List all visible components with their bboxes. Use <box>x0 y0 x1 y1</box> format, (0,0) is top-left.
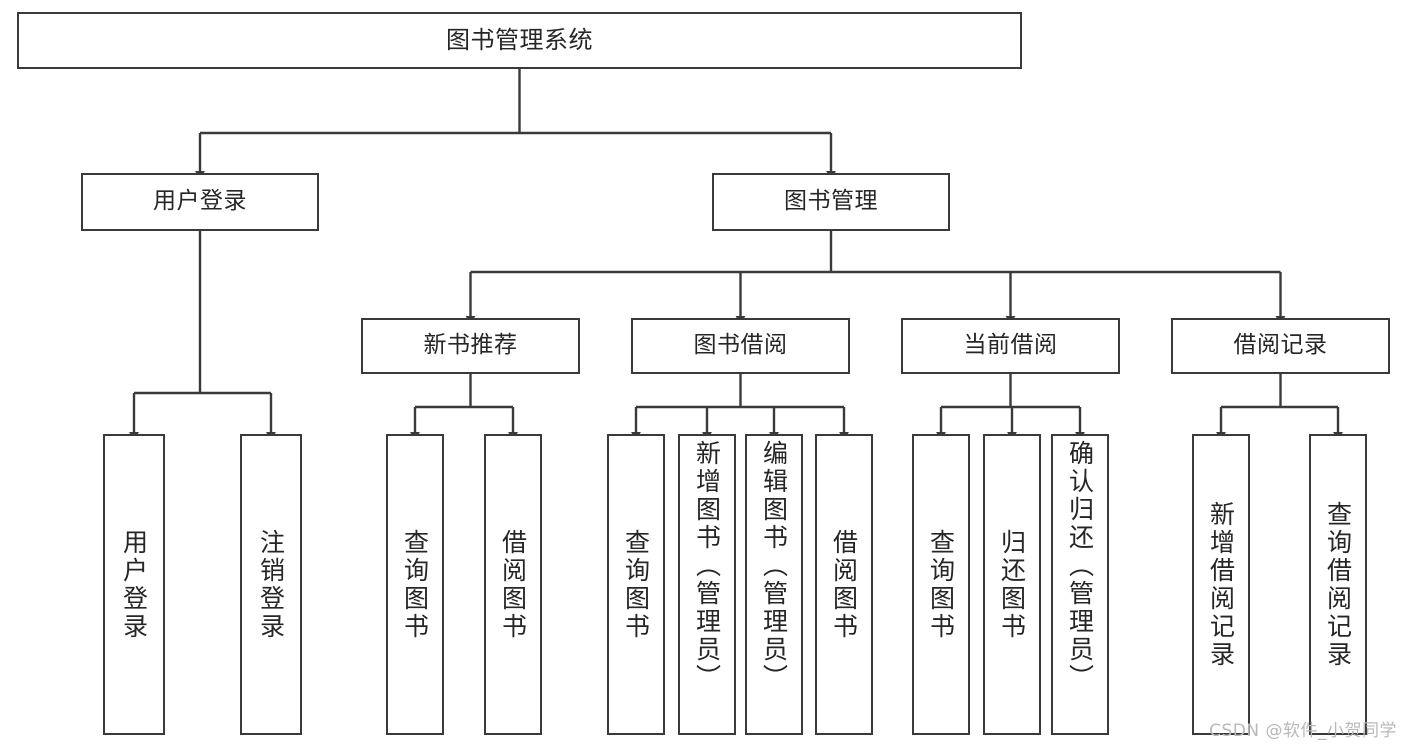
node-leaf-borrow-book-1[interactable]: 借阅图书 <box>484 434 542 735</box>
node-leaf-user-login[interactable]: 用户登录 <box>103 434 165 735</box>
node-leaf-add-record-label: 新增借阅记录 <box>1206 500 1236 669</box>
node-book-borrow-label: 图书借阅 <box>693 332 788 359</box>
node-leaf-borrow-book-1-label: 借阅图书 <box>498 528 528 641</box>
node-leaf-confirm-return[interactable]: 确认归还（管理员） <box>1051 434 1109 735</box>
node-user-login-label: 用户登录 <box>153 188 247 215</box>
node-leaf-query-book-1-label: 查询图书 <box>400 528 430 641</box>
node-root-label: 图书管理系统 <box>446 26 593 55</box>
node-leaf-add-book-label: 新增图书（管理员） <box>692 440 722 692</box>
node-leaf-query-book-3[interactable]: 查询图书 <box>912 434 970 735</box>
watermark-text: CSDN @软件_小贺同学 <box>1209 721 1397 741</box>
node-user-login[interactable]: 用户登录 <box>81 173 319 231</box>
node-book-borrow[interactable]: 图书借阅 <box>631 318 850 374</box>
node-current-borrow[interactable]: 当前借阅 <box>901 318 1120 374</box>
edges-group <box>129 69 1343 441</box>
node-book-manage-label: 图书管理 <box>784 188 878 215</box>
node-leaf-user-logout[interactable]: 注销登录 <box>240 434 302 735</box>
node-leaf-return-book[interactable]: 归还图书 <box>983 434 1041 735</box>
node-leaf-query-record-label: 查询借阅记录 <box>1323 500 1353 669</box>
node-new-book-recommend-label: 新书推荐 <box>423 332 518 359</box>
node-leaf-return-book-label: 归还图书 <box>997 528 1027 641</box>
node-new-book-recommend[interactable]: 新书推荐 <box>361 318 580 374</box>
node-leaf-query-book-1[interactable]: 查询图书 <box>386 434 444 735</box>
node-leaf-user-logout-label: 注销登录 <box>256 528 286 641</box>
node-book-manage[interactable]: 图书管理 <box>712 173 950 231</box>
node-leaf-query-record[interactable]: 查询借阅记录 <box>1309 434 1367 735</box>
node-borrow-record[interactable]: 借阅记录 <box>1171 318 1390 374</box>
node-leaf-confirm-return-label: 确认归还（管理员） <box>1065 440 1095 692</box>
node-leaf-add-record[interactable]: 新增借阅记录 <box>1192 434 1250 735</box>
node-leaf-edit-book[interactable]: 编辑图书（管理员） <box>745 434 803 735</box>
node-leaf-add-book[interactable]: 新增图书（管理员） <box>678 434 736 735</box>
node-leaf-borrow-book-2-label: 借阅图书 <box>829 528 859 641</box>
node-leaf-borrow-book-2[interactable]: 借阅图书 <box>815 434 873 735</box>
node-leaf-user-login-label: 用户登录 <box>119 528 149 641</box>
node-leaf-query-book-2[interactable]: 查询图书 <box>607 434 665 735</box>
node-leaf-edit-book-label: 编辑图书（管理员） <box>759 440 789 692</box>
node-leaf-query-book-2-label: 查询图书 <box>621 528 651 641</box>
node-leaf-query-book-3-label: 查询图书 <box>926 528 956 641</box>
node-current-borrow-label: 当前借阅 <box>963 332 1058 359</box>
node-borrow-record-label: 借阅记录 <box>1233 332 1328 359</box>
node-root[interactable]: 图书管理系统 <box>17 12 1022 69</box>
